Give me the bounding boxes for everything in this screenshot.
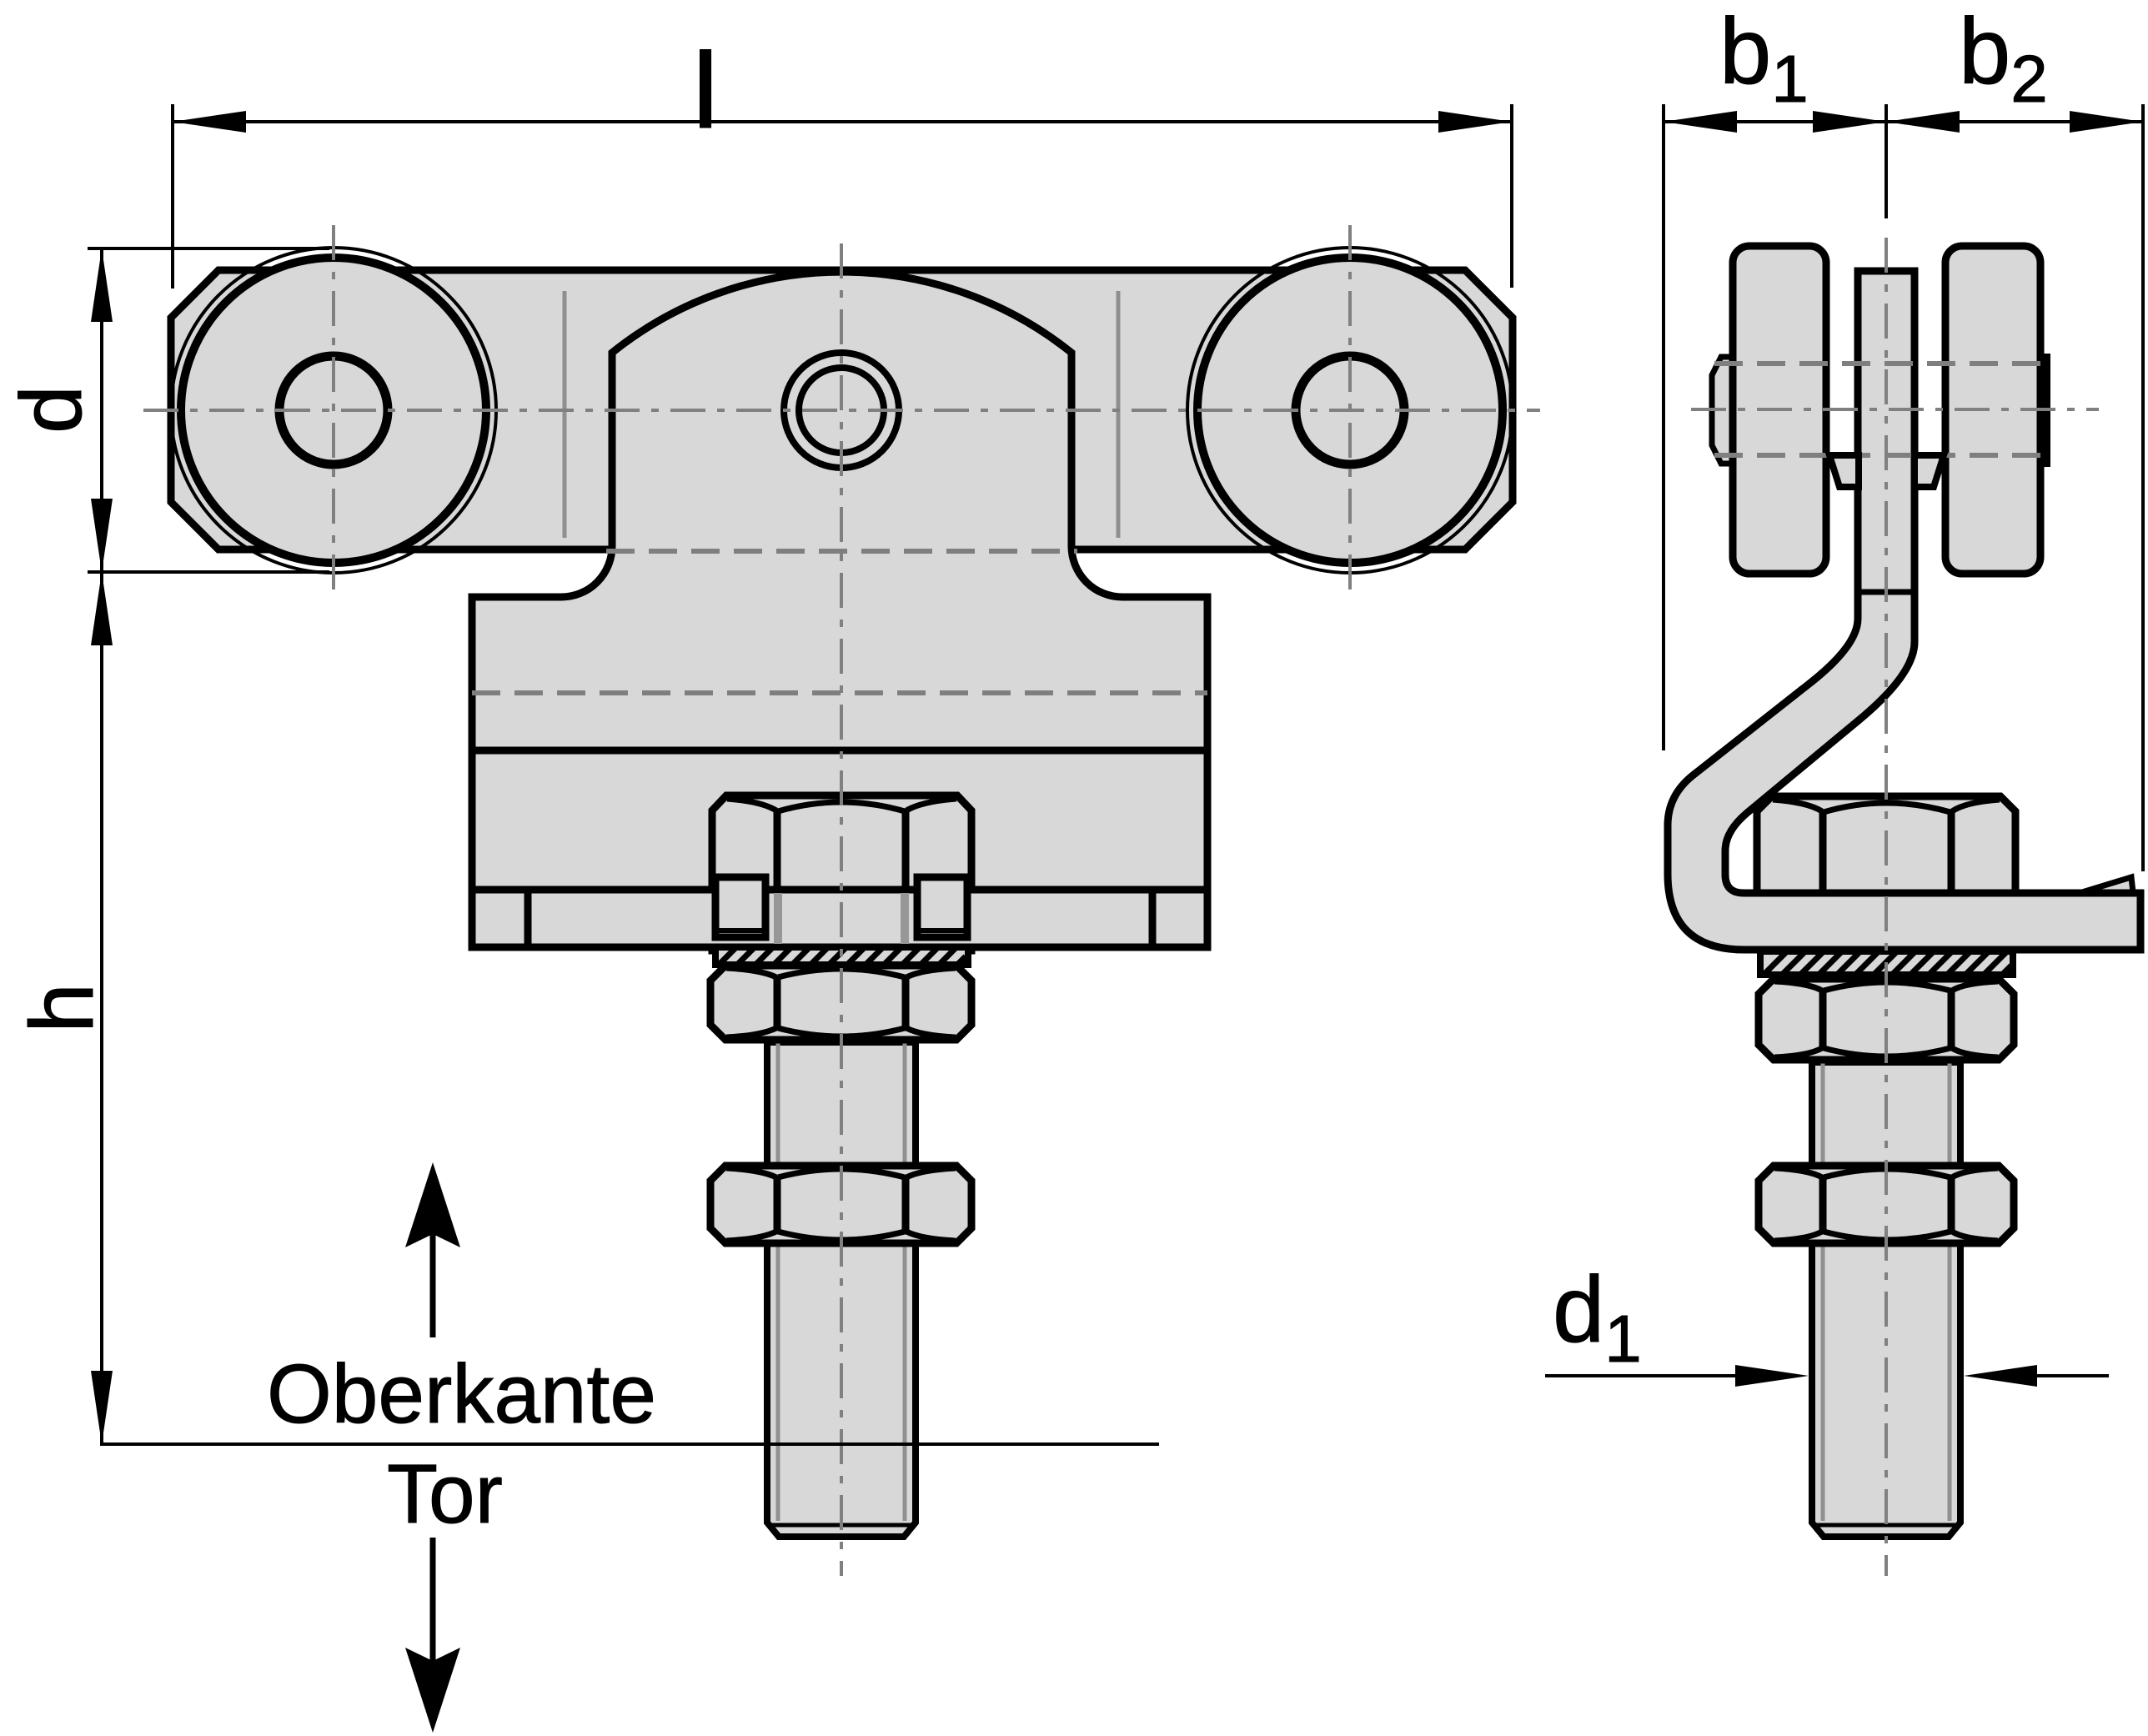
svg-text:l: l	[694, 32, 717, 149]
svg-text:d1: d1	[1553, 1257, 1642, 1376]
svg-text:Tor: Tor	[387, 1448, 503, 1541]
svg-text:b1: b1	[1719, 0, 1809, 116]
svg-text:h: h	[11, 983, 112, 1033]
svg-text:Oberkante: Oberkante	[267, 1347, 656, 1441]
svg-text:d: d	[3, 385, 100, 434]
svg-text:b2: b2	[1959, 0, 2048, 116]
